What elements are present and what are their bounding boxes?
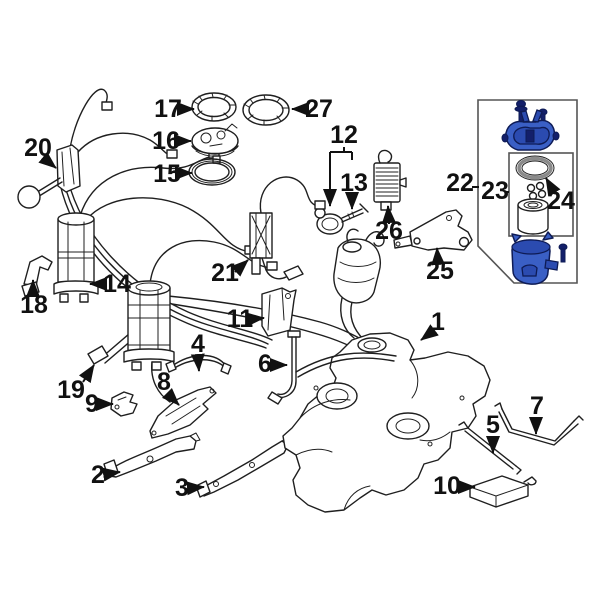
callout-8: 8 bbox=[157, 368, 171, 396]
callout-19: 19 bbox=[57, 376, 85, 404]
callout-3: 3 bbox=[175, 474, 189, 502]
fuel-sender-13-drawing bbox=[314, 203, 369, 235]
callout-17: 17 bbox=[154, 95, 182, 123]
retaining-strap-4-drawing bbox=[165, 354, 232, 375]
bracket-3-drawing bbox=[195, 435, 295, 498]
callout-27: 27 bbox=[305, 95, 333, 123]
callout-15: 15 bbox=[153, 160, 181, 188]
fuel-filter-housing-drawing bbox=[511, 231, 568, 285]
callout-22: 22 bbox=[446, 169, 474, 197]
fuel-level-float-drawing bbox=[17, 144, 81, 209]
callout-13: 13 bbox=[340, 169, 368, 197]
lock-ring-17-drawing bbox=[191, 92, 237, 122]
callout-arrows bbox=[26, 102, 561, 496]
pump-bracket-drawing bbox=[21, 255, 53, 297]
callout-6: 6 bbox=[258, 350, 272, 378]
fuel-pump-module-drawing bbox=[53, 212, 99, 303]
callout-26: 26 bbox=[375, 217, 403, 245]
bracket-11-drawing bbox=[261, 287, 297, 337]
callout-14: 14 bbox=[103, 270, 131, 298]
tank-strap-7-drawing bbox=[494, 402, 584, 446]
seal-ring-24-drawing bbox=[515, 155, 555, 181]
callout-2: 2 bbox=[91, 461, 105, 489]
callout-9: 9 bbox=[85, 390, 99, 418]
filler-head-drawing bbox=[333, 228, 385, 341]
callout-16: 16 bbox=[152, 127, 180, 155]
bracket-2-drawing bbox=[103, 432, 201, 478]
secondary-pump-module-drawing bbox=[123, 280, 175, 371]
callout-25: 25 bbox=[426, 257, 454, 285]
callout-labels: 1 2 3 4 5 6 7 8 9 10 11 12 13 14 15 16 1… bbox=[20, 95, 575, 502]
callout-4: 4 bbox=[191, 330, 205, 358]
clip-bracket-9-drawing bbox=[110, 391, 138, 417]
callout-21: 21 bbox=[211, 259, 239, 287]
retainer-clips-drawing bbox=[526, 181, 547, 201]
mounting-bracket-25-drawing bbox=[393, 209, 473, 251]
tank-strap-6-drawing bbox=[267, 330, 301, 405]
fuel-sender-21-drawing bbox=[249, 176, 326, 281]
fuel-tank-drawing bbox=[282, 332, 491, 513]
callout-24: 24 bbox=[547, 187, 575, 215]
callout-20: 20 bbox=[24, 134, 52, 162]
callout-18: 18 bbox=[20, 291, 48, 319]
callout-23: 23 bbox=[481, 177, 509, 205]
callout-10: 10 bbox=[433, 472, 461, 500]
callout-1: 1 bbox=[431, 308, 445, 336]
callout-5: 5 bbox=[486, 411, 500, 439]
fuel-filter-flange-drawing bbox=[501, 100, 560, 151]
tank-flange-cap-drawing bbox=[191, 123, 239, 164]
highlight-box-22 bbox=[477, 99, 578, 284]
callout-12: 12 bbox=[330, 121, 358, 149]
filter-element-drawing bbox=[517, 198, 549, 235]
skid-plate-10-drawing bbox=[469, 475, 537, 508]
lock-ring-27-drawing bbox=[242, 94, 290, 126]
evap-module-26-drawing bbox=[373, 149, 407, 211]
callout-11: 11 bbox=[227, 305, 254, 333]
seal-ring-15-drawing bbox=[188, 158, 236, 186]
callout-7: 7 bbox=[530, 392, 544, 420]
